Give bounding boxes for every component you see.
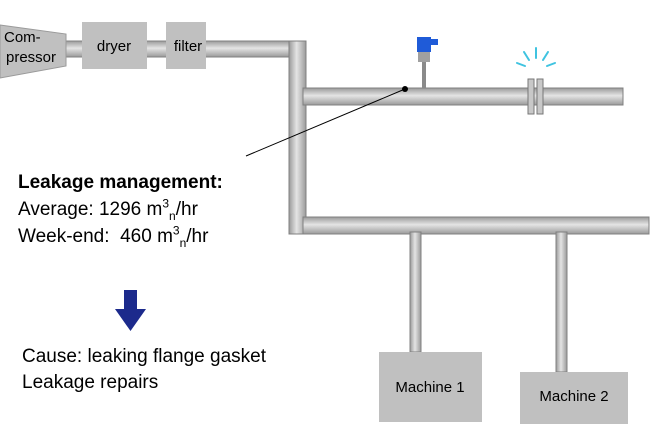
compressor bbox=[0, 24, 67, 79]
machine1-drop-pipe bbox=[409, 231, 422, 353]
upper-branch-pipe bbox=[302, 87, 624, 106]
compressor-label-2: pressor bbox=[6, 49, 56, 66]
machine2-drop-pipe bbox=[555, 231, 568, 373]
cause-text: Cause: leaking flange gasket bbox=[22, 346, 266, 367]
unit-superscript-2: 3 bbox=[172, 223, 180, 238]
average-line: Average: 1296 m3n/hr bbox=[18, 196, 198, 223]
machine1-box bbox=[379, 352, 482, 422]
unit-subscript-2: n bbox=[179, 235, 187, 250]
unit-rest-2: /hr bbox=[186, 226, 209, 247]
lower-branch-pipe bbox=[302, 216, 650, 235]
dryer-label: dryer bbox=[97, 38, 131, 55]
repairs-text: Leakage repairs bbox=[22, 372, 159, 393]
dryer-box bbox=[82, 22, 147, 69]
average-value: 1296 m bbox=[98, 199, 163, 220]
unit-subscript: n bbox=[169, 208, 176, 223]
flow-sensor-icon bbox=[417, 37, 438, 88]
flange-icon bbox=[527, 78, 544, 115]
machine2-label: Machine 2 bbox=[539, 388, 608, 405]
average-label: Average: bbox=[18, 199, 94, 220]
week-end-value: 460 m bbox=[120, 226, 173, 247]
machine1-label: Machine 1 bbox=[395, 379, 464, 396]
filter-label: filter bbox=[174, 38, 202, 55]
week-end-label: Week-end: bbox=[18, 226, 110, 247]
filter-box bbox=[166, 22, 206, 69]
down-arrow-icon bbox=[115, 290, 146, 331]
leak-spray-icon bbox=[516, 47, 556, 67]
compressor-label-1: Com- bbox=[4, 29, 41, 46]
week-end-line: Week-end: 460 m3n/hr bbox=[18, 223, 209, 250]
unit-superscript: 3 bbox=[162, 196, 170, 211]
leader-line bbox=[245, 88, 406, 157]
leakage-heading: Leakage management: bbox=[18, 172, 223, 193]
machine2-box bbox=[520, 372, 628, 424]
unit-rest: /hr bbox=[175, 199, 198, 220]
